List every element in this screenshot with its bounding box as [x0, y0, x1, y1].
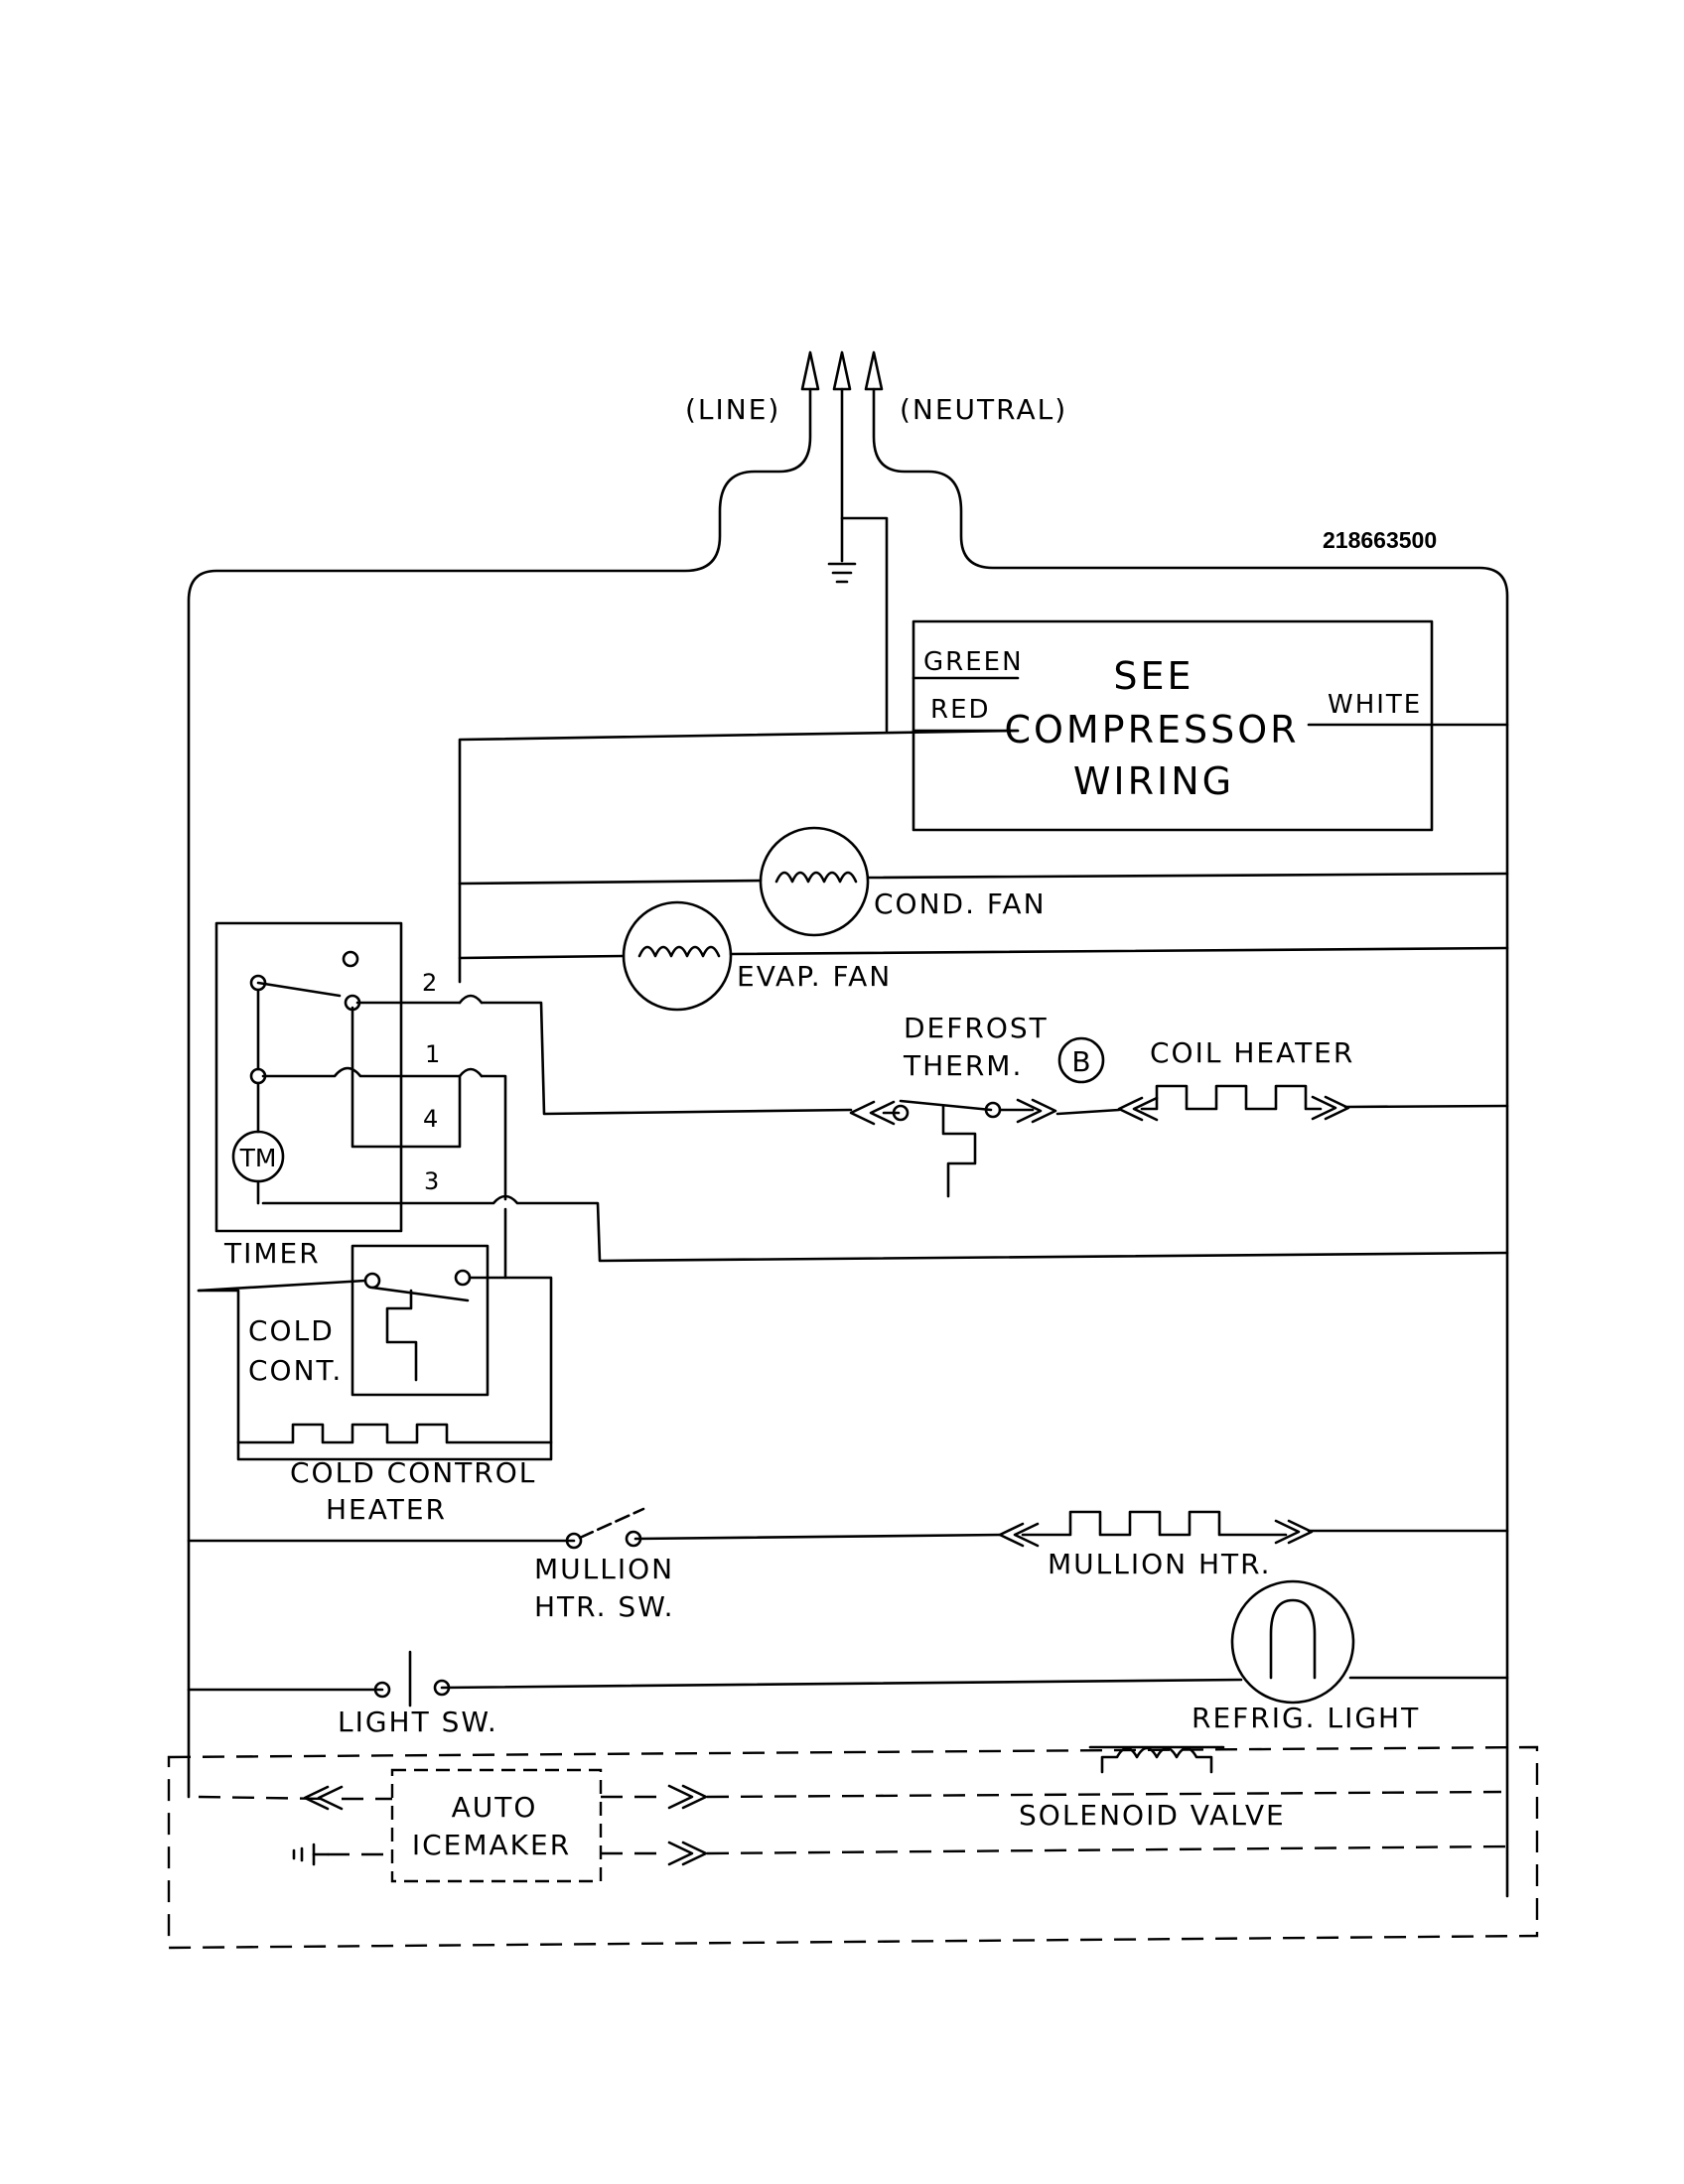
red-wire-label: RED: [930, 695, 991, 725]
cond-fan-label: COND. FAN: [874, 887, 1047, 920]
mullion-sw-label-1: MULLION: [534, 1553, 674, 1585]
green-wire-label: GREEN: [923, 647, 1024, 677]
timer-motor-label: TM: [239, 1144, 277, 1172]
timer-terminal-1: 1: [425, 1040, 442, 1068]
circuit-wires: [187, 723, 1509, 1692]
cold-control-heater-label-1: COLD CONTROL: [290, 1456, 536, 1489]
b-marker-icon: [1057, 1036, 1105, 1084]
icemaker-label-2: ICEMAKER: [412, 1829, 571, 1861]
compressor-compressor: COMPRESSOR: [1004, 708, 1299, 751]
compressor-see: SEE: [1113, 654, 1193, 698]
timer-box: [214, 921, 403, 1233]
cold-cont-label-2: CONT.: [248, 1354, 343, 1387]
white-wire-label: WHITE: [1328, 690, 1422, 720]
defrost-therm-icon: [849, 1098, 1057, 1198]
mullion-heater-icon: [998, 1510, 1314, 1548]
cold-cont-label-1: COLD: [248, 1314, 335, 1347]
icemaker-section: [167, 1745, 1539, 1950]
compressor-wiring: WIRING: [1073, 759, 1234, 803]
timer-motor-icon: [231, 1130, 285, 1183]
evap-fan-label: EVAP. FAN: [737, 960, 892, 993]
evap-fan-icon: [622, 900, 733, 1012]
light-switch-icon: [373, 1650, 451, 1707]
supply-leads: [187, 350, 1509, 1898]
b-marker-label: B: [1071, 1045, 1090, 1078]
mullion-htr-label: MULLION HTR.: [1048, 1548, 1272, 1580]
line-label: (LINE): [685, 393, 780, 426]
defrost-therm-label-2: THERM.: [903, 1049, 1023, 1082]
refrig-light-label: REFRIG. LIGHT: [1192, 1702, 1420, 1734]
timer-terminal-3: 3: [424, 1167, 441, 1195]
cold-control-box: [197, 1244, 507, 1397]
refrig-light-icon: [1230, 1579, 1355, 1705]
timer-terminal-2: 2: [422, 969, 439, 997]
icemaker-box: [390, 1768, 603, 1883]
coil-heater-icon: [1117, 1084, 1350, 1122]
neutral-label: (NEUTRAL): [900, 393, 1067, 426]
icemaker-label-1: AUTO: [452, 1791, 538, 1824]
cold-control-heater-label-2: HEATER: [326, 1493, 447, 1526]
timer-terminal-4: 4: [423, 1105, 440, 1133]
mullion-switch-icon: [565, 1507, 645, 1550]
cold-control-heater-icon: [236, 1423, 553, 1444]
defrost-therm-label-1: DEFROST: [904, 1012, 1049, 1044]
solenoid-valve-label: SOLENOID VALVE: [1019, 1799, 1286, 1832]
coil-heater-label: COIL HEATER: [1150, 1036, 1354, 1069]
timer-label: TIMER: [223, 1237, 321, 1270]
cond-fan-icon: [759, 826, 870, 937]
mullion-sw-label-2: HTR. SW.: [534, 1590, 675, 1623]
light-sw-label: LIGHT SW.: [338, 1706, 498, 1738]
ground-icon: [827, 562, 857, 584]
part-number: 218663500: [1323, 527, 1437, 553]
